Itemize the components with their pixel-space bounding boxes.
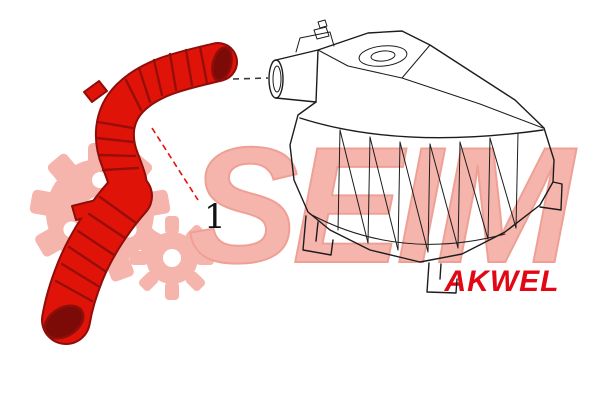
air-filter-housing-drawing: [268, 19, 563, 294]
brand-name-text: AKWEL: [444, 265, 560, 298]
leader-lines: [151, 77, 269, 201]
assembly-dashed-line: [232, 77, 269, 80]
part-leader-line: [151, 127, 199, 201]
part-number-label: 1: [204, 197, 226, 237]
intake-hose-drawing: [41, 42, 238, 345]
gear-icon: [29, 143, 214, 300]
